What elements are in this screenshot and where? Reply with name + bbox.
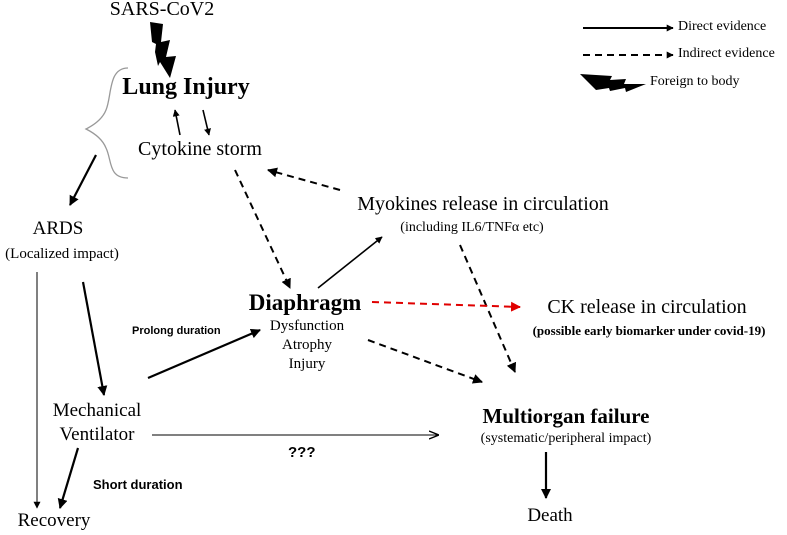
legend-label-direct: Direct evidence xyxy=(678,19,767,34)
node-ck-release: CK release in circulation xyxy=(547,296,747,318)
node-diaphragm: Diaphragm xyxy=(248,290,362,315)
lung-bracket xyxy=(84,67,129,179)
edge-diaphragm-to-ck xyxy=(371,301,521,312)
edge-ventilator-to-recovery xyxy=(57,447,80,509)
node-recovery: Recovery xyxy=(17,510,91,531)
node-multiorgan-failure: Multiorgan failure xyxy=(482,404,650,428)
legend-label-indirect: Indirect evidence xyxy=(678,46,775,61)
edge-ards-to-ventilator xyxy=(81,281,108,396)
node-death: Death xyxy=(527,505,573,526)
node-sars-cov2: SARS-CoV2 xyxy=(109,0,215,20)
legend-label-foreign: Foreign to body xyxy=(650,74,740,89)
edge-label-prolong-duration: Prolong duration xyxy=(132,325,221,337)
edge-myokines-to-cytokine xyxy=(267,167,341,191)
node-diaphragm-injury: Injury xyxy=(288,356,326,372)
edge-lung-to-ards xyxy=(69,154,97,206)
edge-cytokine-to-diaphragm xyxy=(234,169,291,289)
node-myokines-subtitle: (including IL6/TNFα etc) xyxy=(400,220,544,235)
lightning-sars-to-lung xyxy=(150,22,176,78)
legend-lightning xyxy=(580,74,646,92)
node-cytokine-storm: Cytokine storm xyxy=(138,138,262,160)
edge-ventilator-to-diaphragm xyxy=(147,328,261,380)
edge-myokines-to-multiorgan xyxy=(459,244,517,373)
node-diaphragm-atrophy: Atrophy xyxy=(282,337,332,353)
node-ventilator-line1: Mechanical xyxy=(52,400,142,421)
node-ventilator-line2: Ventilator xyxy=(59,424,135,445)
edge-diaphragm-to-myokines xyxy=(317,236,383,289)
node-ards: ARDS xyxy=(32,218,84,239)
node-myokines: Myokines release in circulation xyxy=(357,193,609,215)
edge-cytokine-to-lung xyxy=(172,109,181,136)
edge-label-short-duration: Short duration xyxy=(93,477,183,492)
edge-diaphragm-to-multiorgan xyxy=(367,339,483,384)
node-multiorgan-subtitle: (systematic/peripheral impact) xyxy=(480,431,652,446)
edge-lung-to-cytokine xyxy=(202,109,211,136)
node-lung-injury: Lung Injury xyxy=(122,74,250,100)
node-diaphragm-dysfunction: Dysfunction xyxy=(269,318,345,334)
node-ck-subtitle: (possible early biomarker under covid-19… xyxy=(532,323,766,338)
edge-label-unknown: ??? xyxy=(288,444,316,461)
node-ards-subtitle: (Localized impact) xyxy=(5,246,119,262)
